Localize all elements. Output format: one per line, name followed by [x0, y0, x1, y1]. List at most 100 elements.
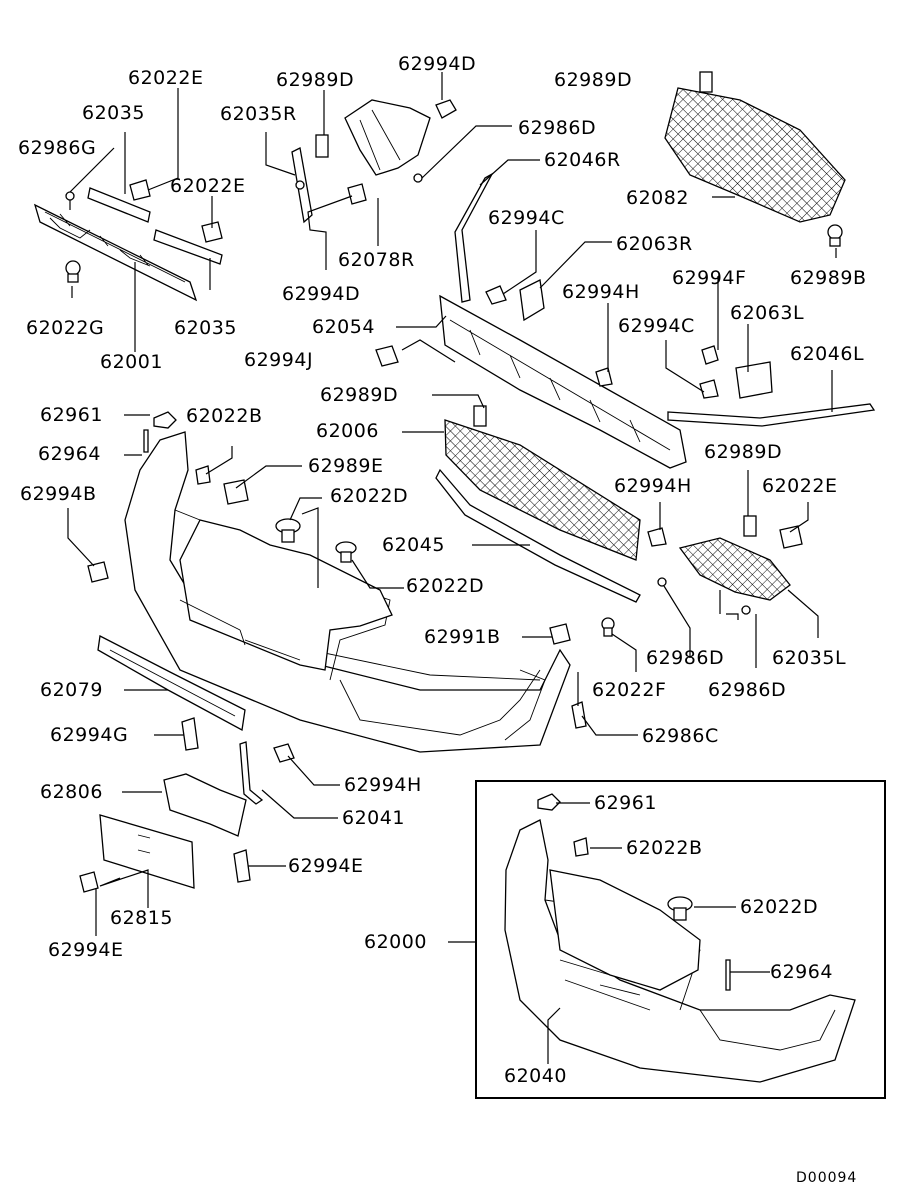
grille-62006	[444, 419, 641, 561]
screw-62994C-left	[485, 285, 507, 305]
part-label-62063L: 62063L	[730, 302, 805, 324]
part-label-62022E: 62022E	[170, 175, 246, 197]
molding-62046R	[454, 172, 494, 303]
part-label-62994C: 62994C	[618, 315, 695, 337]
part-label-62961: 62961	[40, 404, 103, 426]
strip-62045	[435, 468, 641, 603]
clip-62989D-top	[315, 134, 329, 158]
part-label-62022D: 62022D	[406, 575, 485, 597]
clip-62022F	[601, 617, 615, 637]
part-label-62994C: 62994C	[488, 207, 565, 229]
screw-62994D-upper	[435, 99, 457, 119]
screw-62994H-center	[595, 367, 613, 387]
clip-62022D-inset	[667, 896, 693, 921]
part-label-62045: 62045	[382, 534, 445, 556]
part-label-62000: 62000	[364, 931, 427, 953]
part-label-62046R: 62046R	[544, 149, 621, 171]
part-label-62082: 62082	[626, 187, 689, 209]
part-label-62022E: 62022E	[128, 67, 204, 89]
part-label-62040: 62040	[504, 1065, 567, 1087]
part-label-62079: 62079	[40, 679, 103, 701]
part-label-62989D: 62989D	[704, 441, 783, 463]
screw-62986D-a	[657, 577, 667, 587]
bracket-62035-lower	[153, 229, 223, 265]
grommet-62022G	[65, 260, 81, 283]
grille-62082	[664, 87, 846, 223]
part-label-62022D: 62022D	[330, 485, 409, 507]
part-label-62035: 62035	[174, 317, 237, 339]
screw-62986G	[65, 191, 75, 210]
leader-lines	[67, 72, 837, 1064]
bumper-assembly-inset	[504, 819, 856, 1083]
bracket-62041	[239, 741, 264, 805]
part-label-62806: 62806	[40, 781, 103, 803]
inset-box	[475, 780, 886, 1099]
part-label-62964: 62964	[38, 443, 101, 465]
part-label-62991B: 62991B	[424, 626, 501, 648]
part-label-62078R: 62078R	[338, 249, 415, 271]
license-plate-62815	[99, 814, 195, 889]
bracket-62806	[163, 773, 247, 837]
part-label-62994D: 62994D	[282, 283, 361, 305]
pad-62961-inset	[537, 793, 561, 811]
part-label-62994E: 62994E	[288, 855, 364, 877]
part-label-62989D: 62989D	[276, 69, 355, 91]
part-label-62001: 62001	[100, 351, 163, 373]
clip-62022B-inset	[573, 837, 589, 857]
diagram-code: D00094	[796, 1170, 858, 1186]
bracket-62078R	[344, 99, 431, 176]
part-label-62815: 62815	[110, 907, 173, 929]
part-label-62054: 62054	[312, 316, 375, 338]
clip-62991B	[549, 623, 571, 645]
pin-62964-inset	[725, 959, 731, 991]
screw-62986D-top	[413, 173, 423, 183]
part-label-62994H: 62994H	[614, 475, 692, 497]
clip-62022D-b	[335, 541, 357, 563]
part-label-62989D: 62989D	[554, 69, 633, 91]
part-label-62046L: 62046L	[790, 343, 865, 365]
screw-62994E-a	[233, 849, 251, 883]
bracket-62063L	[735, 361, 773, 399]
screw-62994B	[87, 561, 109, 583]
screw-62994H-right	[647, 527, 667, 547]
part-label-62961: 62961	[594, 792, 657, 814]
clip-62989D-mid	[473, 405, 487, 427]
part-label-62994E: 62994E	[48, 939, 124, 961]
part-label-62994H: 62994H	[344, 774, 422, 796]
clip-62989D-right	[743, 515, 757, 537]
grille-62035L	[678, 537, 791, 601]
part-label-62989E: 62989E	[308, 455, 384, 477]
part-label-62035: 62035	[82, 102, 145, 124]
absorber-62054	[439, 294, 687, 469]
screw-62994J	[375, 345, 399, 367]
screw-62994C-right	[699, 379, 719, 399]
screw-62994D-lower	[347, 183, 367, 205]
part-label-62063R: 62063R	[616, 233, 693, 255]
clip-62022B	[195, 465, 211, 485]
bracket-62063R	[519, 279, 545, 322]
part-label-62994B: 62994B	[20, 483, 97, 505]
clip-62989B	[827, 224, 843, 247]
screw-62994E-b	[79, 871, 99, 893]
clip-62022E-right	[779, 525, 803, 549]
part-label-62041: 62041	[342, 807, 405, 829]
part-label-62022B: 62022B	[626, 837, 703, 859]
pin-62964	[143, 429, 149, 453]
part-label-62986D: 62986D	[708, 679, 787, 701]
part-label-62986C: 62986C	[642, 725, 719, 747]
clip-62022E-a	[129, 179, 151, 201]
clip-62022E-b	[201, 221, 223, 243]
part-label-62994H: 62994H	[562, 281, 640, 303]
part-label-62035L: 62035L	[772, 647, 847, 669]
reinforcement-62001	[33, 203, 198, 302]
screw-62986D-b	[741, 605, 751, 615]
screw-62986C	[571, 701, 587, 729]
part-label-62994J: 62994J	[244, 349, 314, 371]
part-label-62006: 62006	[316, 420, 379, 442]
clip-62989E	[223, 479, 249, 505]
clip-62989D-grille	[699, 71, 713, 93]
clip-62022D-a	[275, 518, 301, 543]
screw-62994G	[181, 717, 199, 751]
